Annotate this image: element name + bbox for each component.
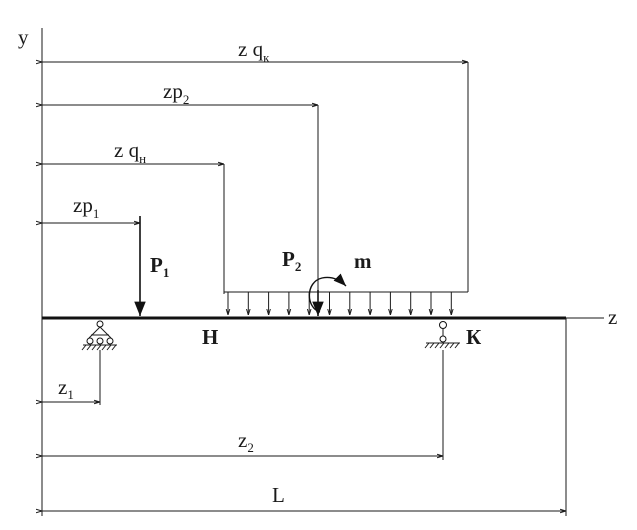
dim-z2: z2 [42, 350, 444, 460]
dim-z1: z1 [42, 318, 101, 516]
label-zp1: zp1 [73, 193, 99, 221]
label-p1: P1 [150, 253, 169, 280]
label-zqk-sub: к [263, 50, 270, 65]
label-zqk: z qк [238, 37, 270, 65]
label-zqn: z qн [114, 138, 146, 166]
label-z2-main: z [238, 428, 247, 452]
load-p1: P1 [134, 216, 169, 316]
label-p1-sub: 1 [163, 265, 170, 280]
label-zp2-main: zp [163, 79, 183, 103]
label-p1-main: P [150, 253, 163, 277]
y-axis-label: y [18, 25, 29, 49]
dim-zqn: z qн [42, 138, 225, 294]
label-z2: z2 [238, 428, 254, 455]
dim-zqk: z qк [42, 37, 469, 292]
right-support [424, 321, 460, 349]
label-p2: P2 [282, 247, 301, 274]
distributed-load-arrows [228, 292, 451, 315]
left-support [81, 320, 117, 351]
distributed-load [224, 291, 468, 315]
label-z1: z1 [58, 375, 74, 402]
z-axis-label: z [608, 305, 617, 329]
label-zp2: zp2 [163, 79, 189, 107]
y-axis: y [18, 25, 43, 318]
dim-zp2: zp2 [42, 79, 319, 290]
beam: z [42, 305, 617, 329]
label-zqn-sub: н [139, 151, 146, 166]
label-l: L [272, 483, 285, 507]
label-p2-main: P [282, 247, 295, 271]
label-z1-main: z [58, 375, 67, 399]
moment-m: m [308, 249, 372, 313]
label-zp2-sub: 2 [183, 92, 190, 107]
dim-l: L [42, 318, 567, 516]
label-zqk-main: z q [238, 37, 264, 61]
point-h-label: Н [202, 325, 218, 349]
label-zp1-main: zp [73, 193, 93, 217]
label-z1-sub: 1 [67, 387, 74, 402]
label-zp1-sub: 1 [93, 206, 100, 221]
dim-zp1: zp1 [42, 193, 140, 223]
label-m: m [354, 249, 372, 273]
label-p2-sub: 2 [295, 259, 302, 274]
label-zqn-main: z q [114, 138, 140, 162]
point-k-label: К [466, 325, 482, 349]
label-z2-sub: 2 [247, 440, 254, 455]
